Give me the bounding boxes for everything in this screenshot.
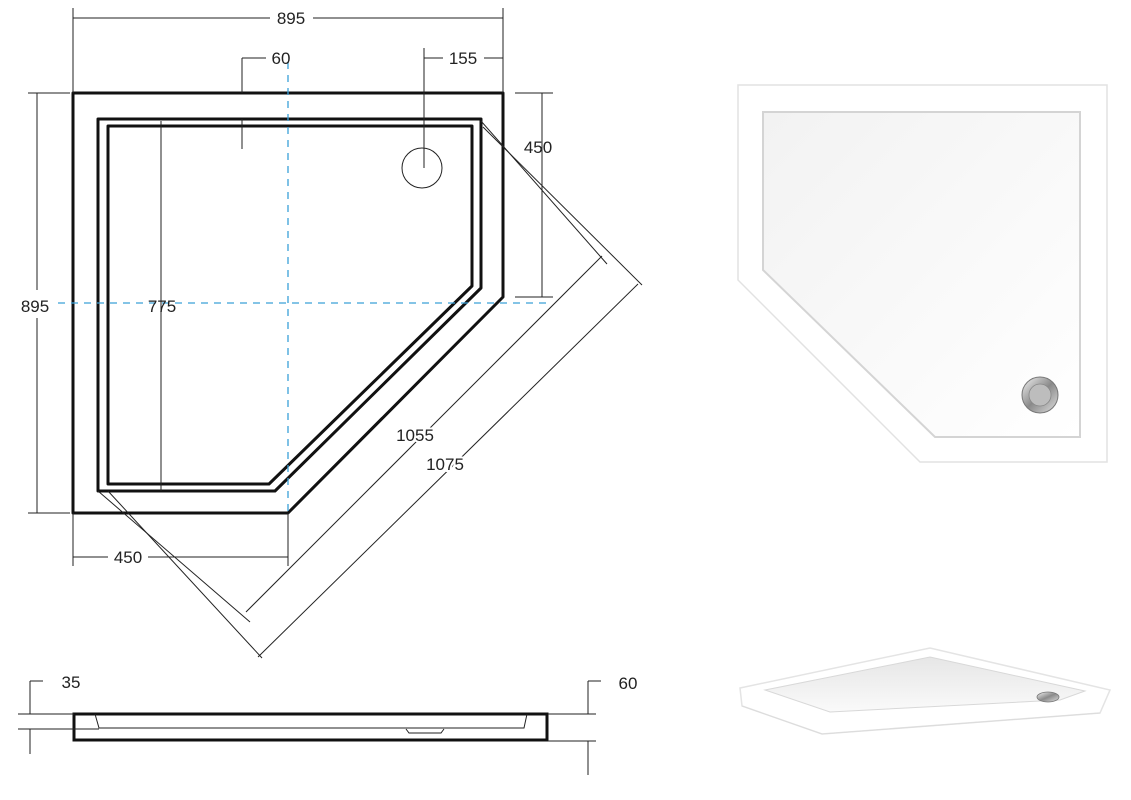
dimension-diagonals: 1055 1075 xyxy=(97,120,643,659)
side-view: 35 60 xyxy=(18,673,637,775)
side-right-label: 450 xyxy=(524,138,552,157)
inner-height-label: 35 xyxy=(62,673,81,692)
dimension-inner-height: 35 xyxy=(18,673,80,754)
tray-basin-outline xyxy=(106,124,474,486)
outer-diagonal-label: 1075 xyxy=(426,455,464,474)
drain-offset-label: 155 xyxy=(449,49,477,68)
inner-depth-label: 775 xyxy=(148,297,176,316)
product-photo-top xyxy=(737,84,1108,463)
dimension-inner-depth: 775 xyxy=(148,121,176,491)
side-bottom-label: 450 xyxy=(114,548,142,567)
dimension-overall-depth: 895 xyxy=(21,92,70,514)
dimension-overall-width: 895 xyxy=(72,8,504,93)
dimension-side-right: 450 xyxy=(515,92,553,298)
side-drain xyxy=(405,728,445,734)
drain-icon-perspective xyxy=(1036,691,1060,703)
drain-circle xyxy=(401,147,443,189)
tray-outer-outline xyxy=(71,91,505,515)
dimension-rim-width: 60 xyxy=(241,49,291,149)
side-basin-line xyxy=(94,713,528,729)
side-profile-outline xyxy=(72,712,549,742)
overall-depth-label: 895 xyxy=(21,297,49,316)
overall-width-label: 895 xyxy=(277,9,305,28)
inner-diagonal-label: 1055 xyxy=(396,426,434,445)
dimension-total-height: 60 xyxy=(548,674,637,775)
dimension-side-bottom: 450 xyxy=(72,513,289,567)
product-photo-perspective xyxy=(739,647,1112,735)
tray-inner-outline xyxy=(96,117,483,493)
plan-view: 895 60 155 450 895 775 xyxy=(21,8,643,659)
total-height-label: 60 xyxy=(619,674,638,693)
dimension-drain-offset: 155 xyxy=(423,48,503,168)
rim-width-label: 60 xyxy=(272,49,291,68)
